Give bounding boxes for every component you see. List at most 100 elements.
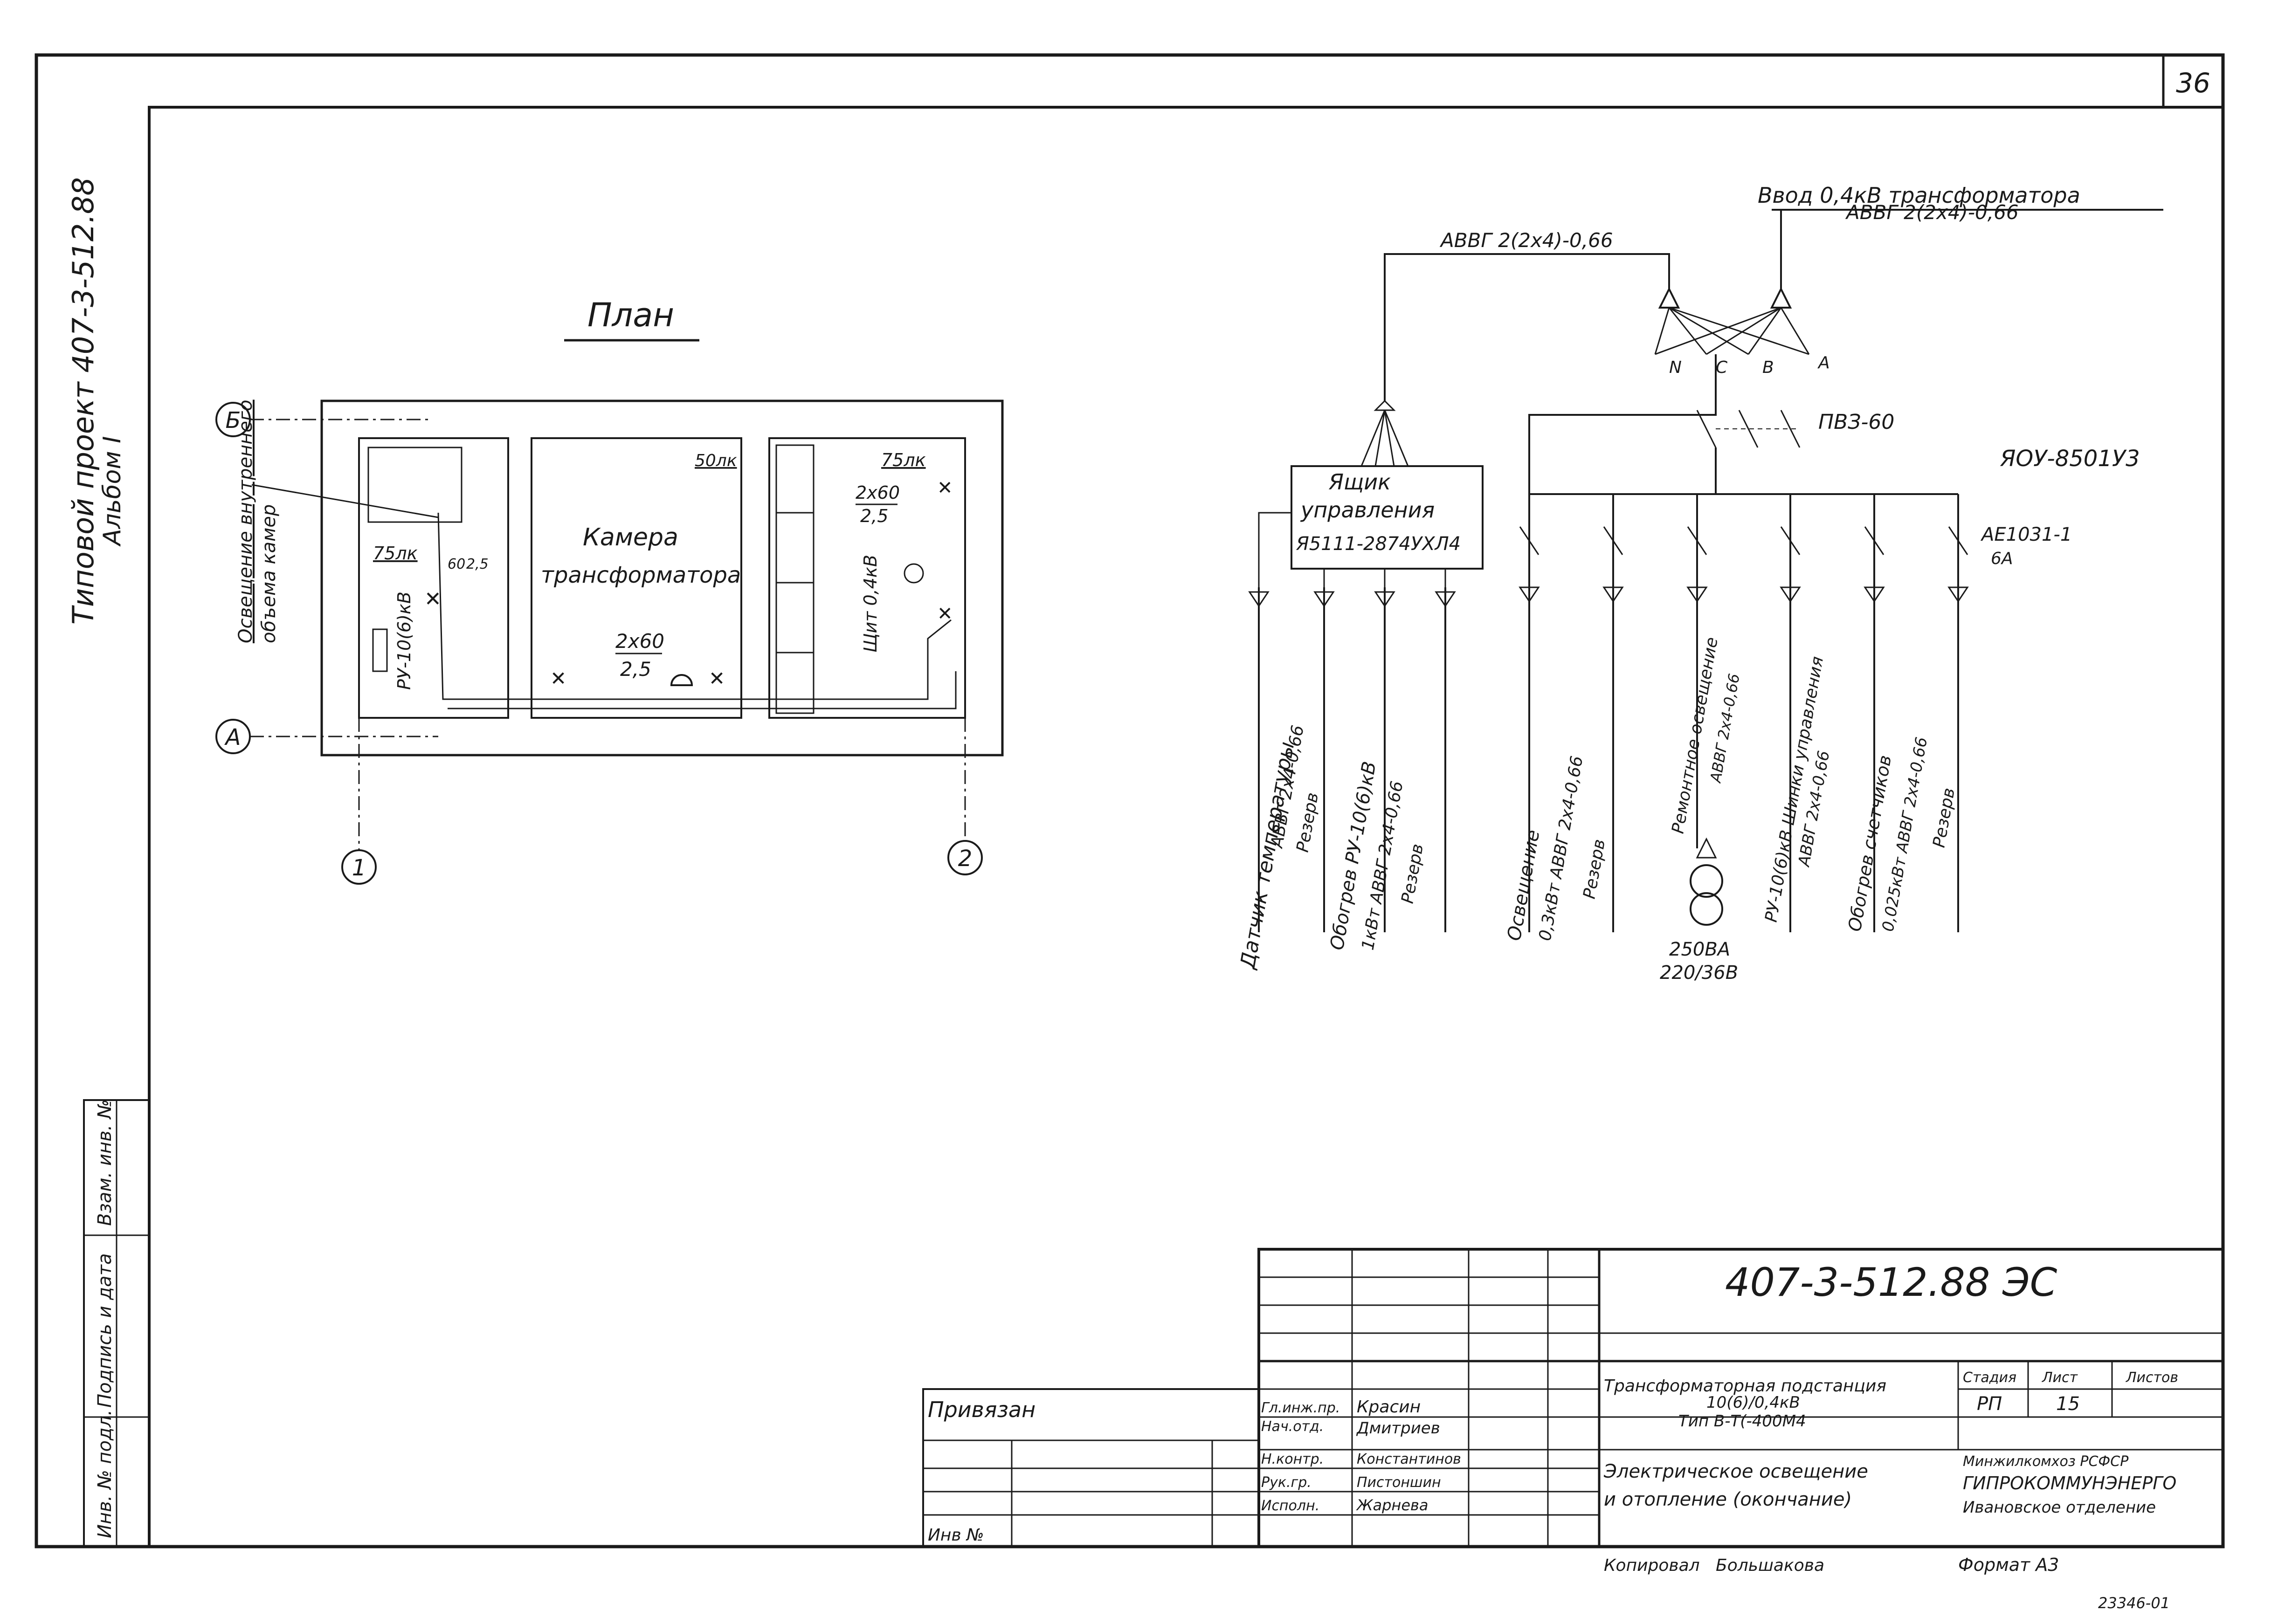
- doc-code: 407-3-512.88 ЭС: [1725, 1259, 2057, 1305]
- svg-text:Тип В-Т(-400М4: Тип В-Т(-400М4: [1678, 1412, 1806, 1431]
- svg-text:Трансформаторная подстанция: Трансформаторная подстанция: [1604, 1376, 1886, 1396]
- svg-text:Электрическое освещение: Электрическое освещение: [1603, 1461, 1868, 1482]
- svg-text:Я5111-2874УХЛ4: Я5111-2874УХЛ4: [1296, 533, 1461, 555]
- svg-text:N: N: [1669, 358, 1682, 377]
- svg-text:Привязан: Привязан: [928, 1397, 1035, 1422]
- svg-text:Большакова: Большакова: [1716, 1556, 1824, 1575]
- svg-text:Ивановское отделение: Ивановское отделение: [1963, 1498, 2156, 1517]
- svg-text:Камера: Камера: [583, 523, 678, 551]
- outer-frame: [35, 53, 2225, 1548]
- input-cable: АВВГ 2(2х4)-0,66: [1845, 201, 2019, 224]
- svg-text:Инв №: Инв №: [928, 1526, 984, 1545]
- svg-text:Резерв: Резерв: [1580, 838, 1609, 900]
- margin-project: Типовой проект 407-3-512.88: [66, 177, 100, 625]
- single-line-schematic: Ввод 0,4кВ трансформатора АВВГ 2(2х4)-0,…: [1236, 183, 2163, 984]
- svg-text:Гл.инж.пр.: Гл.инж.пр.: [1261, 1400, 1340, 1416]
- svg-text:РУ-10(6)кВ: РУ-10(6)кВ: [394, 592, 414, 690]
- svg-text:ГИПРОКОММУНЭНЕРГО: ГИПРОКОММУНЭНЕРГО: [1963, 1473, 2176, 1493]
- svg-text:Исполн.: Исполн.: [1261, 1498, 1319, 1514]
- svg-text:1: 1: [352, 855, 366, 881]
- svg-text:и отопление (окончание): и отопление (окончание): [1604, 1489, 1852, 1510]
- svg-text:Копировал: Копировал: [1604, 1556, 1700, 1575]
- svg-text:Лист: Лист: [2042, 1369, 2078, 1386]
- left-note-2: объема камер: [258, 504, 280, 643]
- svg-text:Формат А3: Формат А3: [1958, 1555, 2059, 1575]
- svg-text:2,5: 2,5: [466, 556, 489, 572]
- lamp-center-left-icon: ✕: [550, 667, 566, 690]
- margin-album: Альбом I: [98, 436, 126, 547]
- switch-label: ПВЗ-60: [1818, 410, 1894, 434]
- svg-text:220/36В: 220/36В: [1660, 962, 1738, 984]
- svg-text:Н.контр.: Н.контр.: [1261, 1451, 1324, 1467]
- svg-text:2,5: 2,5: [860, 506, 888, 526]
- svg-text:А: А: [224, 724, 241, 750]
- svg-text:Минжилкомхоз РСФСР: Минжилкомхоз РСФСР: [1963, 1453, 2129, 1470]
- svg-text:Пистоншин: Пистоншин: [1357, 1474, 1441, 1491]
- left-note-1: Освещение внутреннего: [235, 399, 256, 643]
- svg-text:Рук.гр.: Рук.гр.: [1261, 1474, 1312, 1491]
- stamp-sign: Подпись и дата: [94, 1253, 116, 1408]
- svg-text:АЕ1031-1: АЕ1031-1: [1980, 524, 2072, 545]
- room-left: [358, 437, 509, 719]
- svg-text:2: 2: [958, 846, 973, 872]
- stamp-inv: Инв. № подл.: [94, 1410, 116, 1538]
- svg-text:Дмитриев: Дмитриев: [1356, 1419, 1440, 1438]
- svg-text:2х60: 2х60: [856, 482, 900, 503]
- axis-2-marker: [947, 840, 983, 875]
- stamp-vzam: Взам. инв. №: [94, 1099, 116, 1226]
- margin-stamp: Инв. № подл. Подпись и дата Взам. инв. №: [83, 1099, 150, 1548]
- svg-text:Щит 0,4кВ: Щит 0,4кВ: [860, 555, 881, 653]
- breaker-feeder-lines: [1519, 494, 1969, 932]
- svg-text:C: C: [1716, 358, 1728, 377]
- box-feeder-lines: [1248, 587, 1456, 932]
- svg-text:2х60: 2х60: [615, 630, 664, 653]
- sheet-number-box: [2162, 54, 2224, 109]
- svg-text:23346-01: 23346-01: [2098, 1594, 2170, 1612]
- control-box: [1291, 465, 1484, 570]
- lamp-left-icon: ✕: [424, 587, 442, 611]
- svg-text:B: B: [1762, 358, 1774, 377]
- transformer-plan-icon: [904, 563, 924, 584]
- lamp-center-right-icon: ✕: [709, 667, 725, 690]
- plan-title: План: [587, 296, 674, 334]
- panel-label: ЯОУ-8501У3: [2000, 446, 2140, 472]
- svg-text:Константинов: Константинов: [1357, 1451, 1461, 1467]
- sheet-number: 36: [2176, 67, 2210, 99]
- svg-text:75лк: 75лк: [373, 543, 418, 564]
- left-cable: АВВГ 2(2х4)-0,66: [1439, 229, 1613, 252]
- lamp-right-top-icon: ✕: [937, 477, 953, 499]
- svg-text:Нач.отд.: Нач.отд.: [1261, 1418, 1324, 1435]
- svg-text:Листов: Листов: [2126, 1369, 2178, 1386]
- svg-text:Красин: Красин: [1357, 1397, 1421, 1417]
- room-center: [531, 437, 742, 719]
- svg-text:Ящик: Ящик: [1328, 469, 1391, 495]
- svg-text:10(6)/0,4кВ: 10(6)/0,4кВ: [1706, 1393, 1800, 1412]
- svg-text:50лк: 50лк: [695, 451, 737, 470]
- building-outline: [320, 399, 1004, 757]
- svg-text:Ремонтное освещение: Ремонтное освещение: [1668, 636, 1722, 835]
- svg-text:РП: РП: [1977, 1393, 2002, 1415]
- repair-transformer-icon: [1690, 864, 1723, 898]
- socket-center-icon: [670, 674, 693, 686]
- svg-text:6А: 6А: [1991, 549, 2013, 568]
- svg-text:60: 60: [448, 556, 465, 572]
- svg-text:250ВА: 250ВА: [1669, 939, 1730, 960]
- svg-text:Резерв: Резерв: [1398, 842, 1427, 905]
- title-block: 407-3-512.88 ЭС Гл.инж.пр. Нач.отд. Н.ко…: [922, 1248, 2224, 1548]
- room-right: [768, 437, 966, 719]
- plan-view: План Б А 1 2 Освещение внутреннего объем…: [215, 296, 1004, 885]
- svg-text:15: 15: [2056, 1393, 2080, 1415]
- svg-text:Резерв: Резерв: [1929, 786, 1959, 849]
- input-title: Ввод 0,4кВ трансформатора: [1758, 183, 2080, 208]
- svg-text:Б: Б: [226, 407, 241, 434]
- svg-text:0,3кВт АВВГ 2х4-0,66: 0,3кВт АВВГ 2х4-0,66: [1535, 755, 1587, 943]
- svg-text:трансформатора: трансформатора: [541, 562, 741, 588]
- svg-text:75лк: 75лк: [881, 450, 926, 470]
- svg-text:2,5: 2,5: [620, 658, 651, 681]
- svg-text:Стадия: Стадия: [1963, 1369, 2016, 1386]
- svg-text:Резерв: Резерв: [1293, 791, 1322, 853]
- svg-text:A: A: [1817, 353, 1830, 372]
- svg-text:управления: управления: [1300, 497, 1435, 523]
- svg-text:Жарнева: Жарнева: [1356, 1496, 1428, 1514]
